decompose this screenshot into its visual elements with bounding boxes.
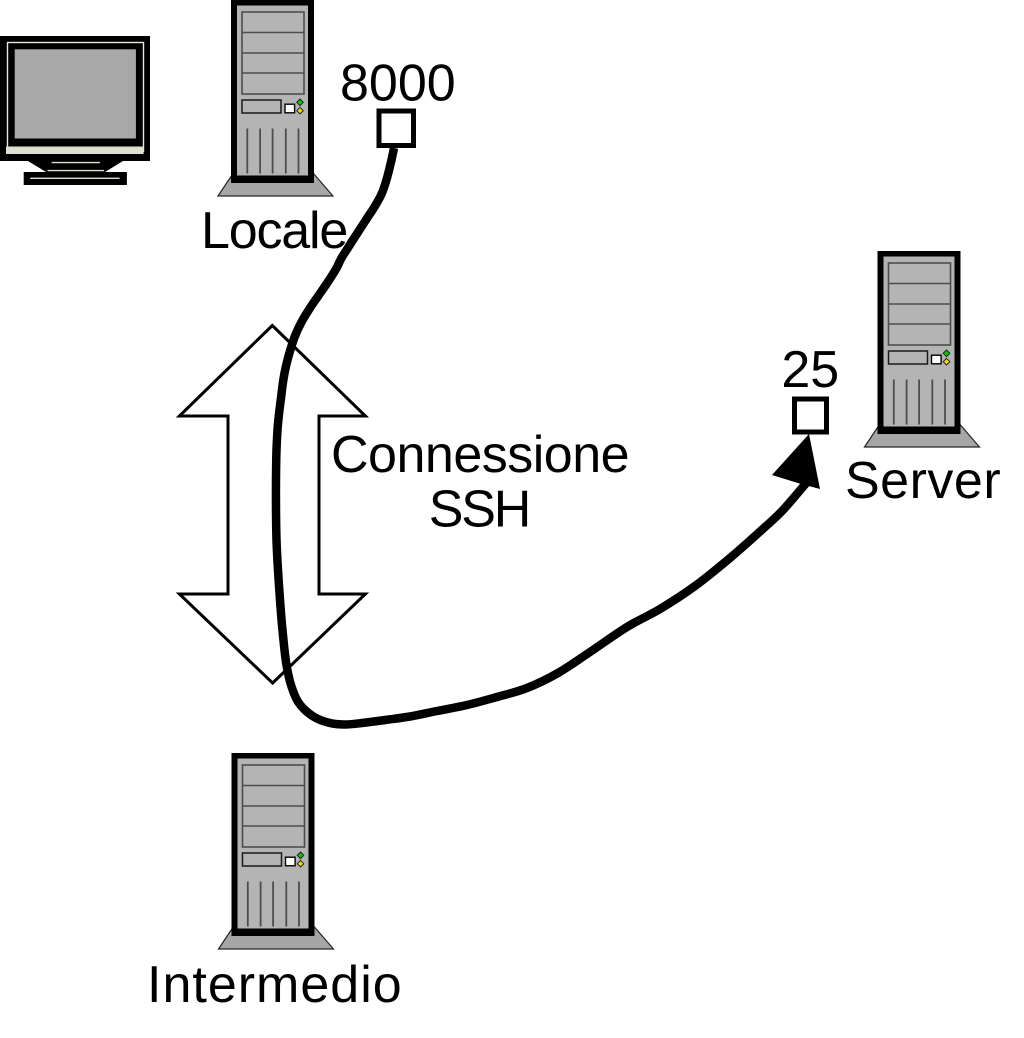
- svg-text:SSH: SSH: [429, 481, 529, 539]
- svg-text:Locale: Locale: [201, 202, 347, 260]
- svg-text:Server: Server: [845, 452, 1001, 510]
- svg-text:8000: 8000: [340, 55, 456, 113]
- svg-text:Intermedio: Intermedio: [147, 956, 403, 1014]
- svg-text:25: 25: [781, 341, 839, 399]
- svg-text:Connessione: Connessione: [331, 426, 629, 484]
